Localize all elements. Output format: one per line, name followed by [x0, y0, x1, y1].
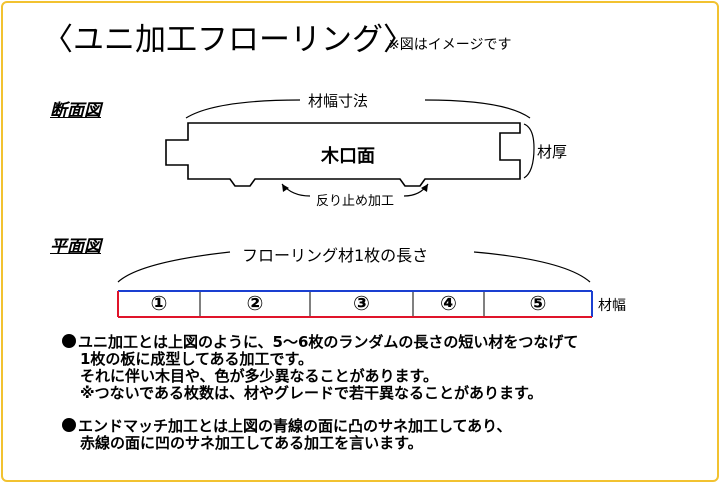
para1-line2: 1枚の板に成型してある加工です。 — [80, 350, 314, 368]
segment-2: ② — [246, 291, 264, 315]
bullet-icon — [62, 418, 76, 432]
paragraph-uni: ユニ加工とは上図のように、5〜6枚のランダムの長さの短い材をつなげて 1枚の板に… — [62, 334, 578, 402]
section-heading-cross: 断面図 — [50, 101, 101, 121]
para2-line2: 赤線の面に凹のサネ加工してある加工を言います。 — [80, 434, 423, 452]
length-arc-left — [117, 251, 231, 283]
groove-label: 反り止め加工 — [316, 194, 395, 209]
para1-line1: ユニ加工とは上図のように、5〜6枚のランダムの長さの短い材をつなげて — [78, 333, 579, 351]
section-heading-plan: 平面図 — [50, 237, 101, 257]
width-dimension-label: 材幅寸法 — [308, 92, 369, 110]
end-grain-label: 木口面 — [321, 146, 375, 167]
segment-1: ① — [150, 291, 168, 315]
para2-line1: エンドマッチ加工とは上図の青線の面に凸のサネ加工してあり、 — [78, 417, 512, 435]
arrow-right-head — [421, 184, 428, 192]
paragraph-endmatch: エンドマッチ加工とは上図の青線の面に凸のサネ加工してあり、 赤線の面に凹のサネ加… — [62, 418, 512, 452]
bullet-icon — [62, 334, 76, 348]
segment-3: ③ — [353, 291, 370, 315]
arrow-left-head — [282, 184, 289, 192]
segment-5: ⑤ — [529, 291, 547, 315]
para1-line3: それに伴い木目や、色が多少異なることがあります。 — [80, 367, 439, 385]
plan-width-label: 材幅 — [598, 298, 626, 314]
length-label: フローリング材1枚の長さ — [242, 246, 429, 265]
segment-4: ④ — [440, 291, 457, 315]
width-arc-left — [185, 99, 301, 119]
image-note: ※図はイメージです — [388, 37, 512, 53]
thickness-label: 材厚 — [537, 143, 568, 161]
para1-line4: ※つないである枚数は、材やグレードで若干異なることがあります。 — [80, 384, 543, 402]
board-profile — [165, 122, 521, 187]
length-arc-right — [473, 251, 591, 283]
page-title: 〈ユニ加工フローリング〉 — [42, 22, 414, 58]
thickness-bracket — [523, 123, 535, 179]
width-arc-right — [424, 99, 531, 119]
